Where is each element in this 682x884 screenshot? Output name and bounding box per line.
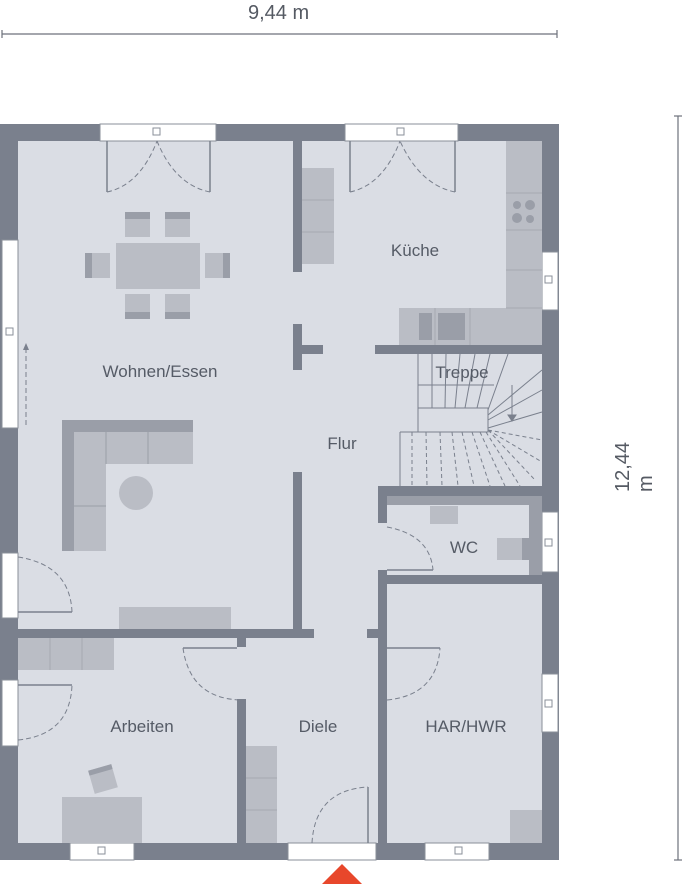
- stove-icon: [512, 200, 535, 223]
- interior-walls: [18, 141, 542, 845]
- direction-arrow-icon: [23, 343, 29, 350]
- width-dimension-label: 9,44 m: [248, 2, 310, 24]
- width-dimension-line: [1, 30, 558, 38]
- desk: [62, 797, 142, 843]
- room-label-flur: Flur: [327, 434, 357, 453]
- staircase-lower: [411, 429, 543, 487]
- sink-icon: [419, 313, 432, 340]
- furniture: [18, 141, 542, 843]
- room-label-wc: WC: [449, 538, 479, 557]
- room-label-har-hwr: HAR/HWR: [425, 717, 507, 736]
- windows: [1, 123, 559, 861]
- door-leaves: [18, 141, 456, 843]
- room-label-kueche: Küche: [390, 241, 440, 260]
- room-label-treppe: Treppe: [435, 363, 489, 382]
- door-swings: [17, 140, 456, 844]
- room-label-wohnen-essen: Wohnen/Essen: [102, 362, 218, 381]
- room-label-arbeiten: Arbeiten: [110, 717, 174, 736]
- height-dimension-line: [674, 115, 682, 861]
- entrance-arrow-icon: [322, 864, 362, 884]
- window-handles: [5, 127, 553, 855]
- room-label-diele: Diele: [298, 717, 338, 736]
- staircase: [399, 353, 543, 486]
